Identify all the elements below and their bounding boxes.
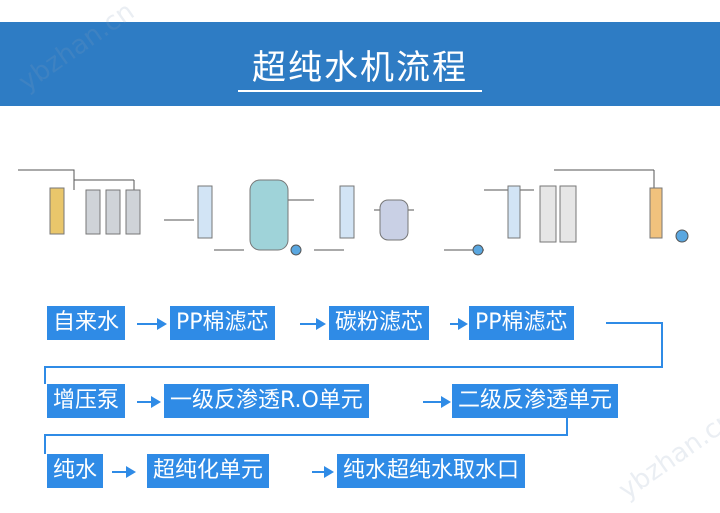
connector	[606, 322, 663, 324]
pump-icon	[290, 244, 302, 256]
polishing-resin-icon	[539, 185, 557, 243]
step-secondary-ro: 二级反渗透单元	[452, 384, 619, 418]
pp-filter-icon	[49, 187, 65, 235]
arrow	[137, 396, 161, 408]
arrow	[300, 318, 326, 330]
connector	[44, 366, 663, 368]
connector	[44, 434, 568, 436]
step-ultrapure-unit: 超纯化单元	[147, 454, 270, 488]
step-booster-pump: 增压泵	[47, 384, 126, 418]
arrow	[137, 318, 167, 330]
arrow	[450, 318, 468, 330]
arrow	[312, 466, 334, 478]
connector	[44, 434, 46, 454]
connector	[661, 322, 663, 368]
step-primary-ro: 一级反渗透R.O单元	[164, 384, 369, 418]
tank-icon	[249, 179, 289, 251]
watermark-2: ybzhan.cn	[613, 404, 720, 506]
step-tap-water: 自来水	[47, 306, 126, 340]
connector	[566, 418, 568, 436]
connector	[44, 366, 46, 384]
title-underline	[238, 90, 482, 92]
ro-membrane-icon	[197, 185, 213, 239]
step-pp-filter-2: PP棉滤芯	[469, 306, 574, 340]
step-water-outlet: 纯水超纯水取水口	[337, 454, 526, 488]
title-banner: 超纯水机流程	[0, 22, 720, 106]
arrow	[112, 466, 136, 478]
step-pure-water: 纯水	[47, 454, 104, 488]
carbon-filter-icon	[85, 189, 101, 235]
step-pp-filter-1: PP棉滤芯	[170, 306, 275, 340]
page-title: 超纯水机流程	[252, 48, 468, 88]
terminal-filter-icon	[675, 229, 689, 243]
step-carbon-filter: 碳粉滤芯	[329, 306, 430, 340]
arrow	[423, 396, 451, 408]
process-schematic	[18, 169, 689, 256]
